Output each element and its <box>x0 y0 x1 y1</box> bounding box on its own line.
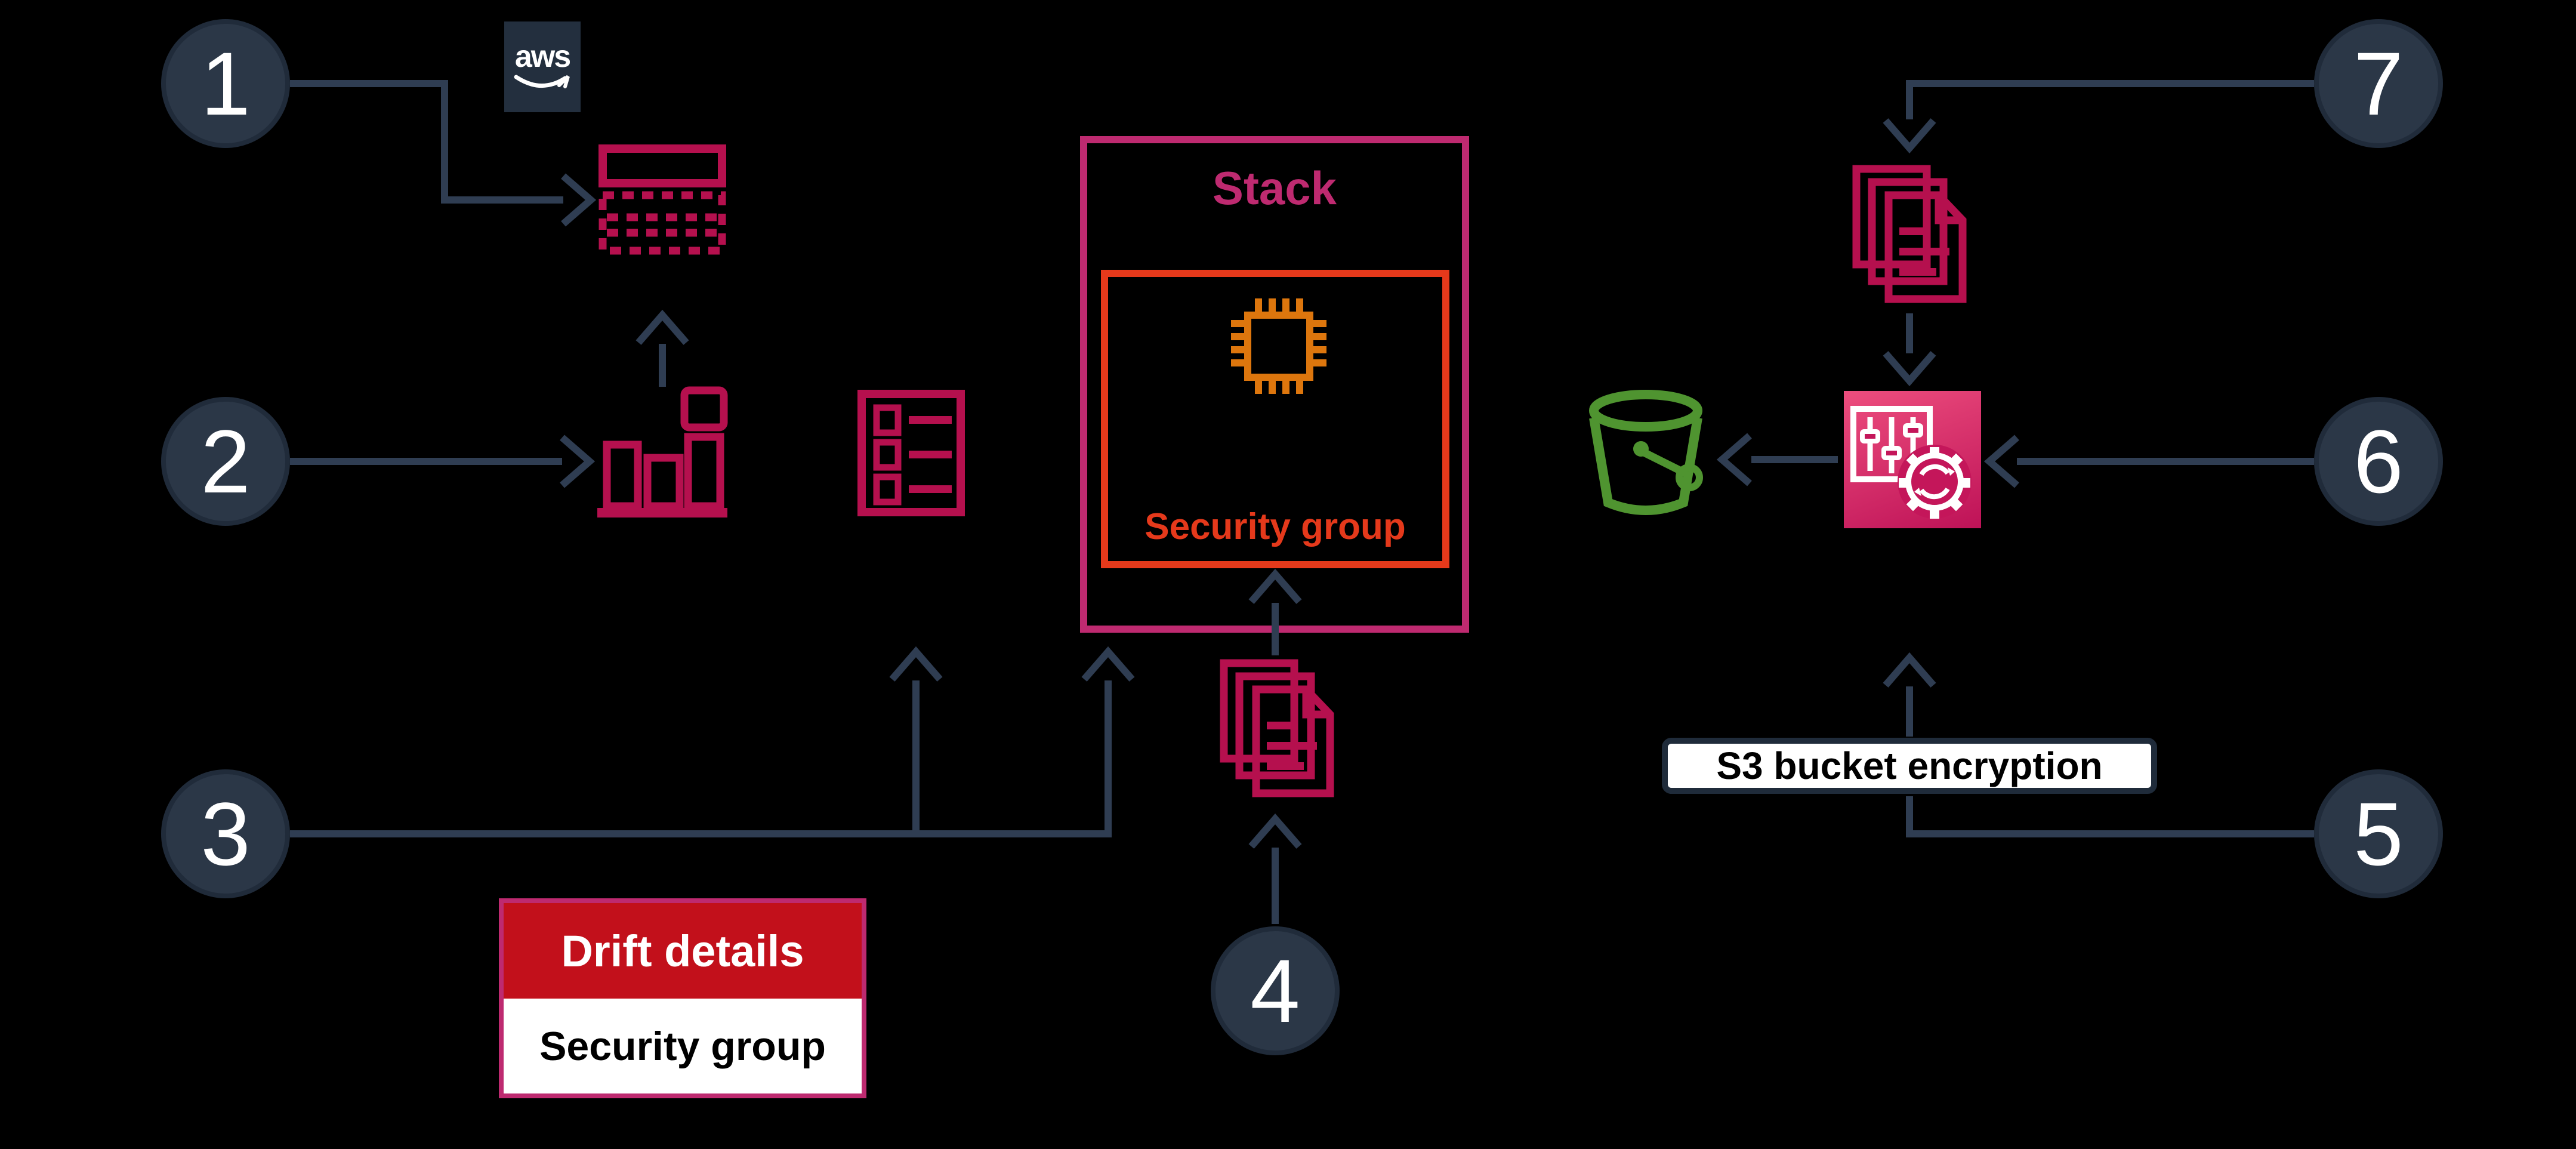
sliders-gear-icon <box>1844 391 1981 528</box>
checklist-icon <box>857 390 965 516</box>
arrow-step6-to-automation <box>1983 435 2314 488</box>
aws-logo: aws <box>504 21 581 112</box>
step-badge-6: 6 <box>2314 397 2443 526</box>
step-badge-1: 1 <box>161 19 290 148</box>
step-badge-7: 7 <box>2314 19 2443 148</box>
documents-icon <box>1852 165 1967 303</box>
step-number: 5 <box>2353 784 2404 884</box>
s3-bucket-icon <box>1584 387 1710 518</box>
step-number: 1 <box>200 33 251 134</box>
arrow-label-to-automation <box>1883 652 1936 737</box>
aws-logo-text: aws <box>514 39 571 74</box>
arrow-documents-to-automation <box>1883 313 1936 387</box>
step-number: 6 <box>2353 411 2404 512</box>
s3-bucket-encryption-label: S3 bucket encryption <box>1662 738 2157 794</box>
security-group-box: Security group <box>1101 270 1449 568</box>
stack-title: Stack <box>1212 162 1337 214</box>
arrow-step7-to-documents <box>1883 80 2314 154</box>
bar-chart-icon <box>597 386 728 518</box>
step-badge-3: 3 <box>161 769 290 898</box>
documents-icon <box>1220 659 1334 797</box>
drift-resource-name: Security group <box>504 999 862 1093</box>
step-badge-4: 4 <box>1211 926 1340 1055</box>
arrow-chart-to-template <box>635 309 689 387</box>
step-number: 3 <box>200 784 251 884</box>
line-step5-to-label <box>1906 796 2314 837</box>
arrow-step1-to-template <box>290 80 597 227</box>
drift-details-header: Drift details <box>504 903 862 999</box>
drift-details-callout: Drift details Security group <box>499 898 866 1098</box>
step-badge-5: 5 <box>2314 769 2443 898</box>
amazon-smile-icon <box>511 72 573 96</box>
security-group-title: Security group <box>1144 506 1406 547</box>
step-number: 7 <box>2353 33 2404 134</box>
arrow-automation-to-bucket <box>1716 433 1838 486</box>
arrow-step2-to-chart <box>290 435 596 488</box>
table-template-icon <box>599 144 726 255</box>
step-number: 4 <box>1250 941 1300 1041</box>
step-badge-2: 2 <box>161 397 290 526</box>
step-number: 2 <box>200 411 251 512</box>
arrow-step4-to-documents <box>1248 813 1302 924</box>
arrow-documents-to-security-group <box>1248 568 1302 655</box>
cpu-chip-icon <box>1231 298 1326 394</box>
stack-box: Stack Security group <box>1080 136 1469 633</box>
arrow-step3-to-stack-and-checklist <box>290 646 1135 837</box>
